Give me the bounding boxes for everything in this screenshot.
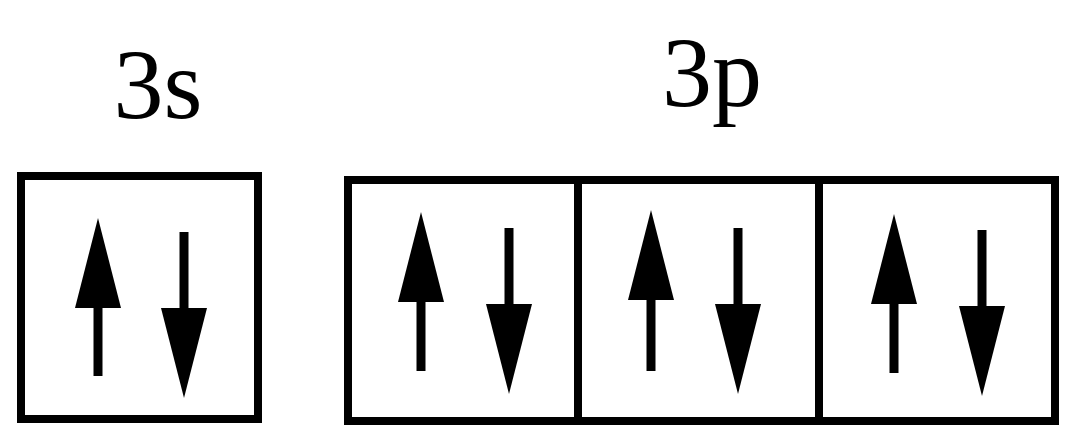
electron-down-arrow [486, 228, 532, 394]
orbital-box-3p [344, 176, 1059, 425]
electron-down-arrow [161, 232, 207, 398]
electron-down-arrow [715, 228, 761, 394]
electron-up-arrow [628, 210, 674, 371]
electron-up-arrow [398, 212, 444, 371]
electron-down-arrow [959, 230, 1005, 396]
electron-up-arrow [75, 218, 121, 376]
electron-up-arrow [871, 214, 917, 373]
orbital-label-3s: 3s [114, 29, 203, 140]
orbital-box-3s [17, 172, 262, 423]
orbital-label-3p: 3p [662, 17, 762, 128]
